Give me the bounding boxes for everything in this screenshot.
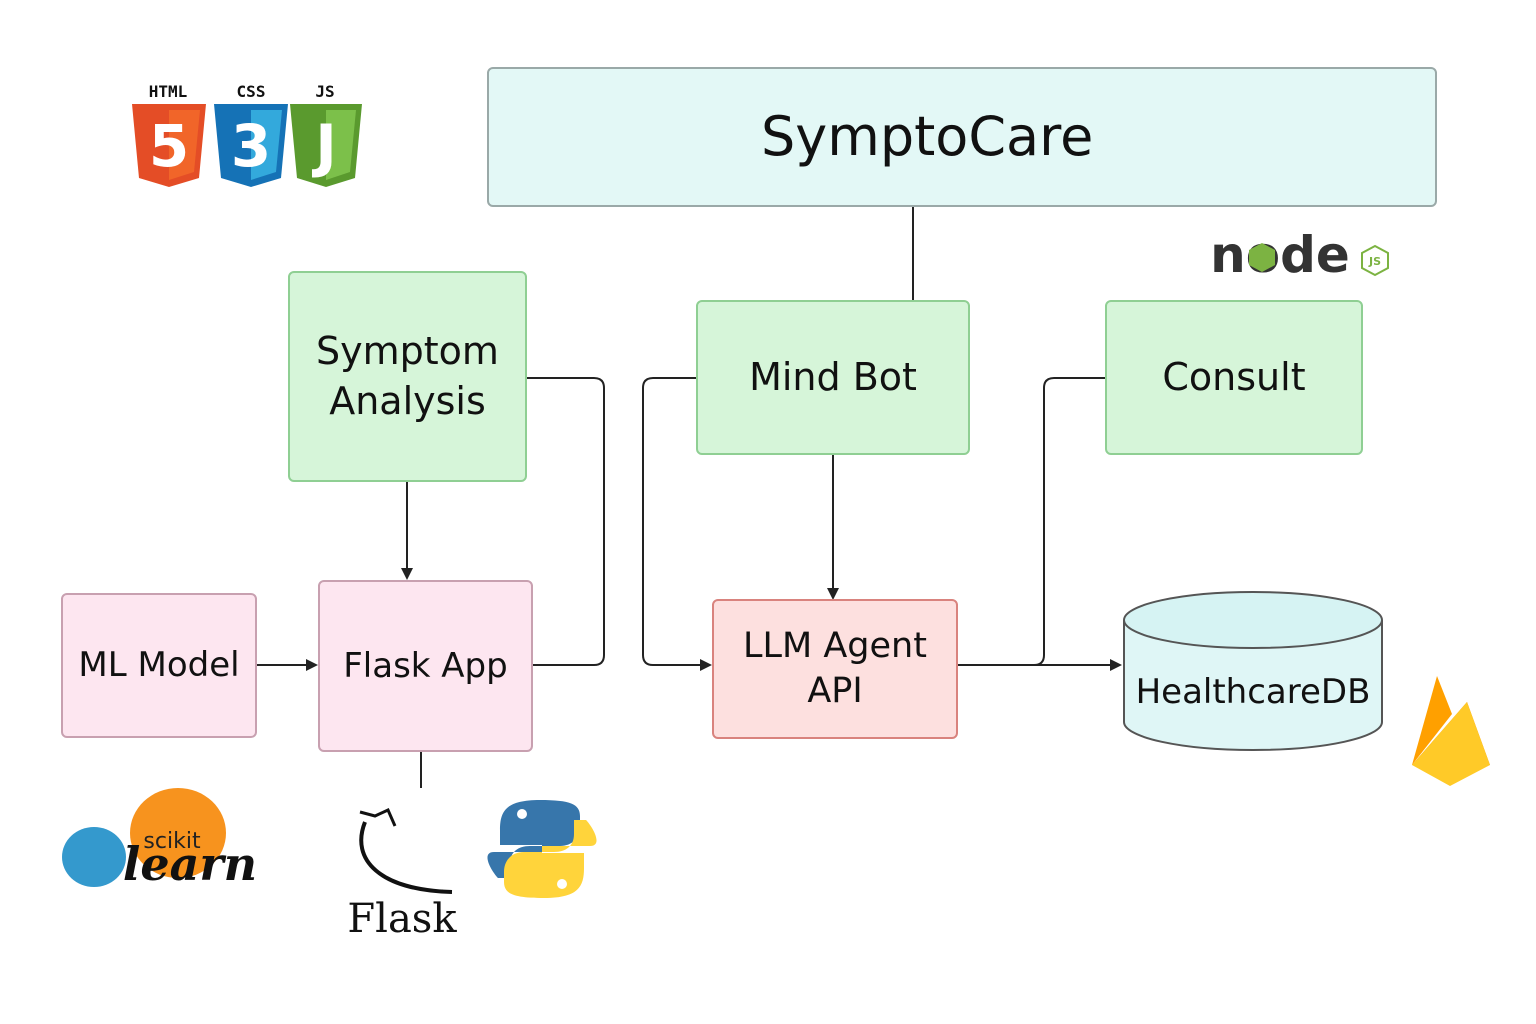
python-icon: [487, 800, 597, 898]
symptom-analysis-box[interactable]: Symptom Analysis: [288, 271, 527, 482]
symptom-analysis-label-line1: Symptom: [316, 329, 499, 374]
symptom-analysis-label-line2: Analysis: [329, 378, 486, 423]
flask-app-box[interactable]: Flask App: [318, 580, 533, 752]
js-logo: JS J: [290, 82, 362, 187]
edge-symptom-flask-loop: [527, 377, 605, 666]
llm-agent-api-box[interactable]: LLM Agent API: [712, 599, 958, 739]
healthcaredb-cylinder[interactable]: HealthcareDB: [1123, 591, 1383, 751]
symptocare-header-box[interactable]: SymptoCare: [487, 67, 1437, 207]
svg-text:scikit: scikit: [143, 829, 201, 854]
html5-logo: HTML 5: [132, 82, 206, 187]
svg-text:3: 3: [231, 112, 271, 180]
flask-app-label: Flask App: [343, 645, 508, 686]
svg-text:node: node: [1210, 226, 1350, 284]
nodejs-logo: node JS: [1210, 226, 1389, 284]
svg-text:Flask: Flask: [347, 896, 457, 942]
mind-bot-box[interactable]: Mind Bot: [696, 300, 970, 455]
consult-label: Consult: [1162, 354, 1306, 399]
consult-box[interactable]: Consult: [1105, 300, 1363, 455]
svg-text:J: J: [311, 112, 337, 180]
svg-text:5: 5: [149, 112, 189, 180]
ml-model-label: ML Model: [78, 645, 240, 686]
llm-agent-api-label-line2: API: [807, 671, 863, 711]
flask-logo: Flask: [347, 807, 457, 942]
symptocare-title: SymptoCare: [761, 104, 1094, 168]
svg-text:JS: JS: [1368, 255, 1381, 268]
llm-agent-api-label-line1: LLM Agent: [743, 625, 927, 666]
edge-consult-to-llm: [1033, 377, 1105, 666]
svg-text:JS: JS: [315, 82, 334, 101]
ml-model-box[interactable]: ML Model: [61, 593, 257, 738]
edge-mindbot-to-llm-left: [642, 377, 712, 671]
firebase-icon: [1412, 676, 1490, 786]
svg-text:learn: learn: [123, 837, 257, 891]
mind-bot-label: Mind Bot: [749, 354, 917, 399]
healthcaredb-label: HealthcareDB: [1136, 672, 1371, 712]
svg-text:CSS: CSS: [237, 82, 266, 101]
scikit-learn-logo: scikit learn: [62, 788, 257, 891]
svg-text:HTML: HTML: [149, 82, 188, 101]
css3-logo: CSS 3: [214, 82, 288, 187]
